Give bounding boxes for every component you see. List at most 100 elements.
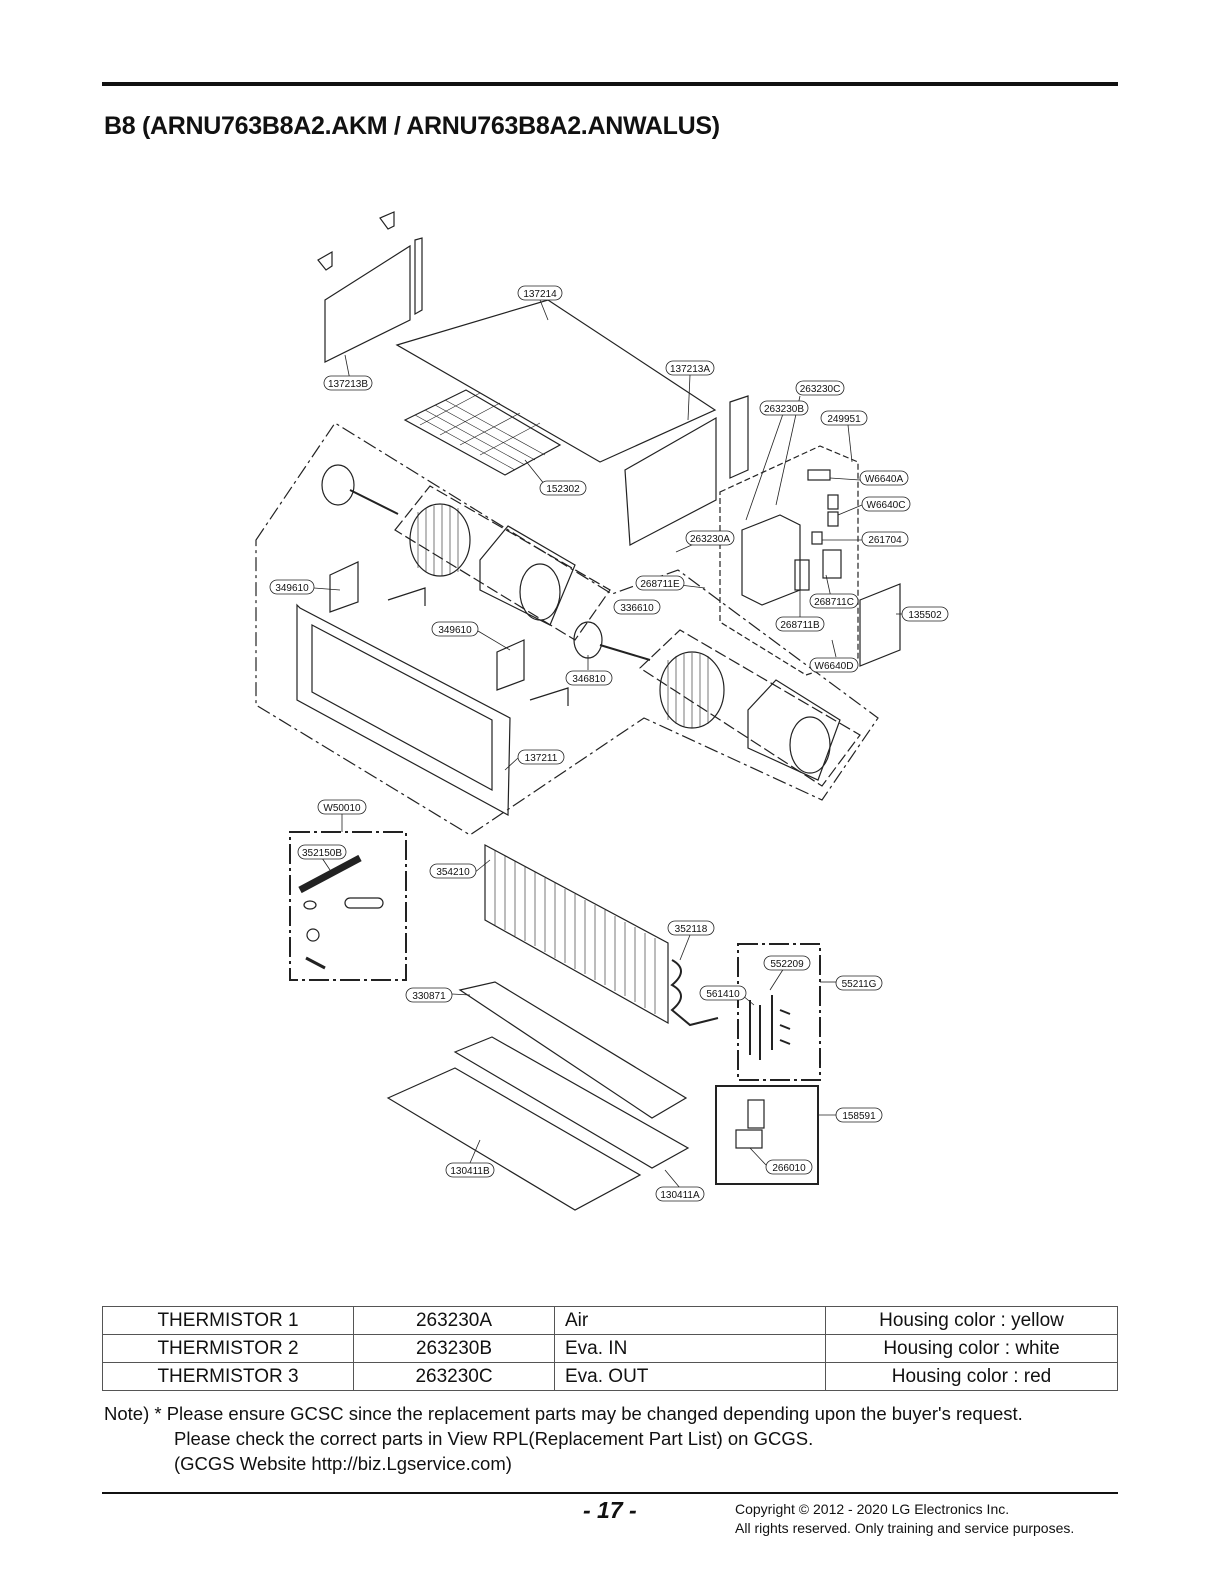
thermistor-part: 263230A — [353, 1306, 555, 1335]
thermistor-housing: Housing color : white — [825, 1334, 1118, 1363]
bottom-rule — [102, 1492, 1118, 1494]
callout: 330871 — [405, 987, 453, 1003]
callout: 158591 — [835, 1107, 883, 1123]
page-number: - 17 - — [583, 1497, 637, 1523]
svg-text:263230B: 263230B — [764, 404, 804, 415]
front-frame-drawing — [296, 603, 511, 816]
thermistor-location: Eva. IN — [554, 1334, 826, 1363]
piping-kit-box — [737, 943, 821, 1081]
copyright-line-2: All rights reserved. Only training and s… — [735, 1520, 1075, 1536]
svg-text:135502: 135502 — [908, 610, 942, 621]
svg-text:137213B: 137213B — [328, 379, 368, 390]
callout: 263230A — [685, 530, 735, 546]
callout: 266010 — [765, 1159, 813, 1175]
callout: W6640A — [859, 470, 909, 486]
svg-text:137211: 137211 — [525, 753, 558, 764]
callout: 268711C — [809, 593, 859, 609]
callout: 130411A — [655, 1186, 705, 1202]
cover-plate-drawing — [859, 583, 901, 667]
replacement-note: Note) * Please ensure GCSC since the rep… — [104, 1401, 1023, 1476]
callout: W50010 — [317, 799, 367, 815]
top-cover-drawing — [395, 299, 717, 463]
svg-text:352150B: 352150B — [302, 848, 342, 859]
drain-pan-drawing — [458, 981, 688, 1119]
svg-text:263230C: 263230C — [800, 384, 841, 395]
electrical-box-outline — [719, 445, 859, 676]
callout: 137213B — [323, 375, 373, 391]
callout: 268711B — [775, 616, 825, 632]
blower-compartment-outline — [255, 422, 879, 836]
thermistor-part: 263230C — [353, 1362, 555, 1391]
brackets-drawing — [329, 561, 569, 706]
table-row: THERMISTOR 3 263230C Eva. OUT Housing co… — [102, 1362, 1118, 1391]
pcb-drawing — [741, 469, 842, 606]
callout: 261704 — [861, 531, 909, 547]
callout: 55211G — [835, 975, 883, 991]
thermistor-housing: Housing color : yellow — [825, 1306, 1118, 1335]
svg-text:W6640A: W6640A — [865, 474, 904, 485]
svg-text:346810: 346810 — [572, 674, 606, 685]
callout: 152302 — [539, 480, 587, 496]
control-panel-drawing — [624, 395, 749, 546]
note-line-2: Please check the correct parts in View R… — [174, 1428, 814, 1449]
svg-text:130411A: 130411A — [660, 1190, 700, 1201]
callout: 354210 — [429, 863, 477, 879]
callout-labels: 137214 137213B 137213A 263230C 263230B 2… — [269, 285, 949, 1202]
svg-text:349610: 349610 — [438, 625, 472, 636]
svg-text:268711E: 268711E — [640, 579, 680, 590]
thermistor-name: THERMISTOR 2 — [102, 1334, 354, 1363]
note-line-1: Note) * Please ensure GCSC since the rep… — [104, 1403, 1023, 1424]
svg-text:266010: 266010 — [772, 1163, 806, 1174]
copyright-notice: Copyright © 2012 - 2020 LG Electronics I… — [735, 1500, 1074, 1538]
top-rule — [102, 82, 1118, 86]
callout: 263230B — [759, 400, 809, 416]
filter-drawing — [403, 389, 562, 476]
table-row: THERMISTOR 1 263230A Air Housing color :… — [102, 1306, 1118, 1335]
svg-text:55211G: 55211G — [842, 979, 877, 990]
svg-text:561410: 561410 — [706, 989, 740, 1000]
sensor-kit-box — [715, 1085, 819, 1185]
callout: 130411B — [445, 1162, 495, 1178]
callout: 352150B — [297, 844, 347, 860]
callout: 268711E — [635, 575, 685, 591]
svg-text:158591: 158591 — [842, 1111, 876, 1122]
note-line-3: (GCGS Website http://biz.Lgservice.com) — [174, 1453, 512, 1474]
page-title: B8 (ARNU763B8A2.AKM / ARNU763B8A2.ANWALU… — [104, 112, 720, 140]
blower-wheel-right-drawing — [639, 629, 861, 787]
svg-text:137213A: 137213A — [670, 364, 710, 375]
bottom-panel-b-drawing — [386, 1067, 642, 1211]
callout: 263230C — [795, 380, 845, 396]
svg-text:W6640D: W6640D — [815, 661, 854, 672]
callout: 249951 — [820, 410, 868, 426]
motor-left-drawing — [321, 464, 399, 515]
callout: 561410 — [699, 985, 747, 1001]
callout: 352118 — [667, 920, 715, 936]
svg-text:552209: 552209 — [770, 959, 804, 970]
callout: 346810 — [565, 670, 613, 686]
svg-text:249951: 249951 — [827, 414, 861, 425]
svg-text:261704: 261704 — [868, 535, 902, 546]
svg-text:352118: 352118 — [675, 924, 708, 935]
heat-exchanger-drawing — [484, 843, 719, 1027]
thermistor-location: Air — [554, 1306, 826, 1335]
copyright-line-1: Copyright © 2012 - 2020 LG Electronics I… — [735, 1501, 1010, 1517]
callout: 336610 — [613, 599, 661, 615]
callout: 552209 — [763, 955, 811, 971]
side-panel-drawing — [317, 211, 423, 363]
thermistor-housing: Housing color : red — [825, 1362, 1118, 1391]
table-row: THERMISTOR 2 263230B Eva. IN Housing col… — [102, 1334, 1118, 1363]
thermistor-part: 263230B — [353, 1334, 555, 1363]
thermistor-name: THERMISTOR 3 — [102, 1362, 354, 1391]
drain-kit-box — [289, 831, 407, 981]
svg-text:336610: 336610 — [620, 603, 654, 614]
svg-text:354210: 354210 — [436, 867, 470, 878]
callout: 137211 — [517, 749, 565, 765]
bottom-panel-a-drawing — [453, 1036, 690, 1169]
svg-text:349610: 349610 — [275, 583, 309, 594]
motor-right-drawing — [573, 621, 651, 661]
svg-text:W50010: W50010 — [323, 803, 361, 814]
svg-text:W6640C: W6640C — [867, 500, 906, 511]
callout: W6640D — [809, 657, 859, 673]
svg-text:137214: 137214 — [523, 289, 557, 300]
